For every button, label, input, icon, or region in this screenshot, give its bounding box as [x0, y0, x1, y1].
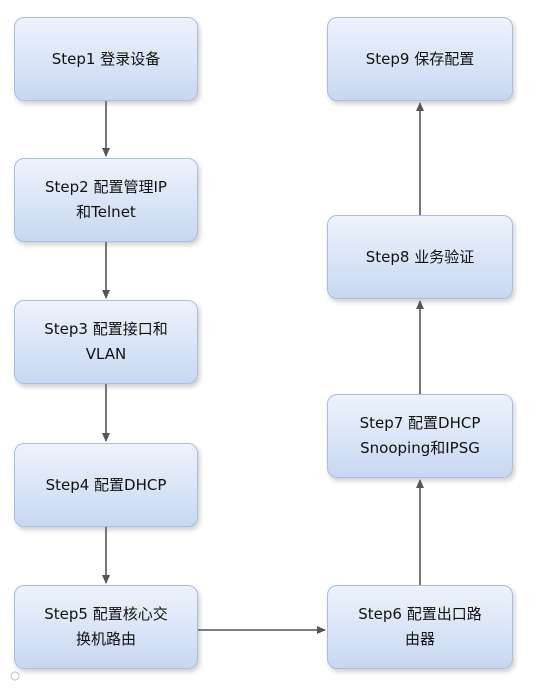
- step1-box: Step1 登录设备: [14, 17, 198, 101]
- step8-box: Step8 业务验证: [327, 215, 513, 299]
- step5-box: Step5 配置核心交 换机路由: [14, 585, 198, 669]
- watermark-icon: [10, 671, 20, 681]
- step3-box: Step3 配置接口和 VLAN: [14, 300, 198, 384]
- step7-box: Step7 配置DHCP Snooping和IPSG: [327, 394, 513, 478]
- step6-box: Step6 配置出口路 由器: [327, 585, 513, 669]
- step9-box: Step9 保存配置: [327, 17, 513, 101]
- step4-box: Step4 配置DHCP: [14, 443, 198, 527]
- watermark: [10, 671, 20, 684]
- step2-box: Step2 配置管理IP 和Telnet: [14, 158, 198, 242]
